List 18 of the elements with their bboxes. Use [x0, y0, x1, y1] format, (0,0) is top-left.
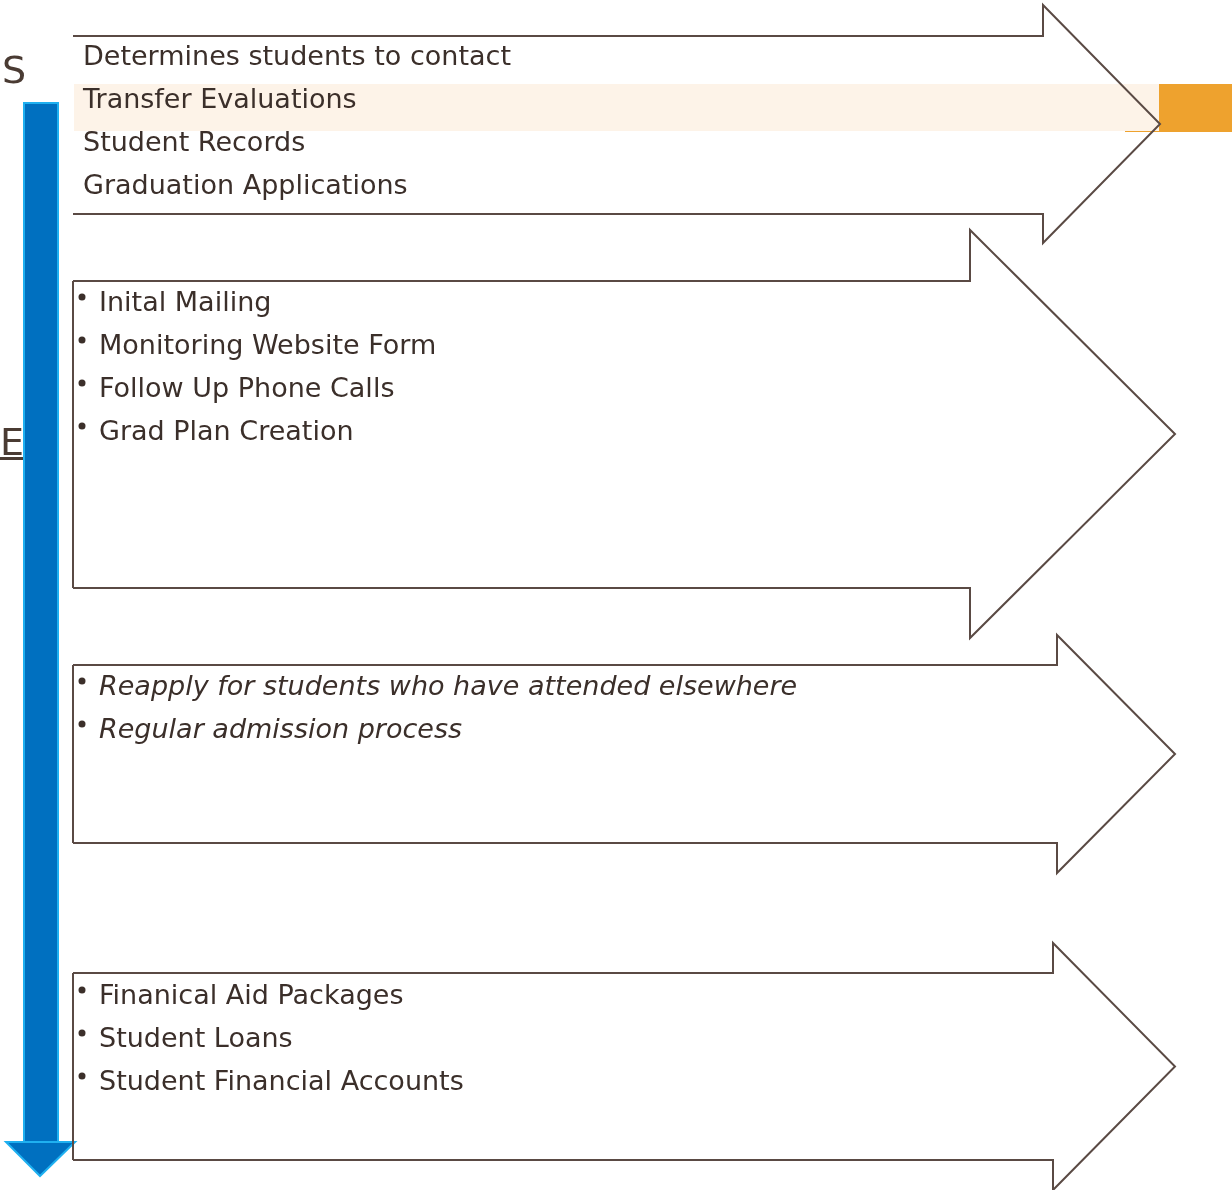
list-item: Determines students to contact	[83, 39, 511, 73]
list-item: Student Loans	[99, 1021, 293, 1055]
list-item: Follow Up Phone Calls	[99, 371, 395, 405]
arrow-shape	[73, 943, 1178, 1190]
list-item: Transfer Evaluations	[83, 82, 357, 116]
heading-letter: S	[2, 48, 27, 92]
arrow-shape	[73, 230, 1178, 640]
list-item: Finanical Aid Packages	[99, 978, 404, 1012]
arrow-shape	[73, 635, 1178, 875]
list-item: Student Records	[83, 125, 306, 159]
heading-letter: E	[0, 420, 24, 464]
list-item: Reapply for students who have attended elsewhere	[99, 669, 798, 703]
list-item: Grad Plan Creation	[99, 414, 354, 448]
list-item: Student Financial Accounts	[99, 1064, 464, 1098]
list-item: Regular admission process	[99, 712, 463, 746]
list-item: Graduation Applications	[83, 168, 408, 202]
list-item: Inital Mailing	[99, 285, 272, 319]
list-item: Monitoring Website Form	[99, 328, 437, 362]
